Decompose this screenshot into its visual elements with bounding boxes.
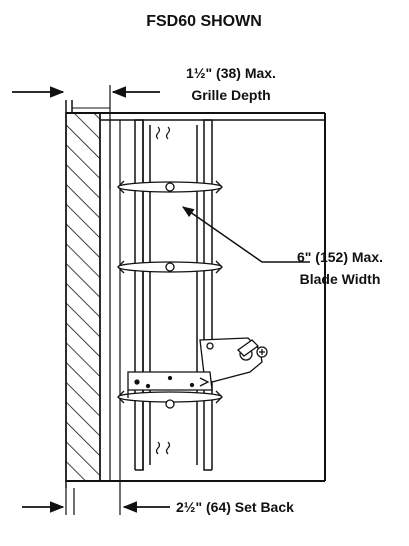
blade-width-label-line2: Blade Width	[300, 271, 381, 287]
set-back-dimension	[22, 481, 170, 515]
grille-flange	[66, 100, 325, 114]
set-back-label: 2½" (64) Set Back	[176, 499, 294, 515]
grille-depth-dimension	[12, 85, 160, 190]
diagram-title: FSD60 SHOWN	[146, 13, 262, 30]
latch-bracket	[127, 371, 213, 398]
damper-blade-middle	[117, 260, 223, 274]
wall-section	[65, 100, 101, 488]
grille-depth-label-line2: Grille Depth	[191, 87, 270, 103]
damper-blade-top	[117, 180, 223, 194]
blade-width-leader	[182, 206, 310, 263]
damper-frame	[134, 119, 213, 471]
duct-sleeve	[66, 113, 326, 482]
blade-width-label-line1: 6" (152) Max.	[297, 249, 383, 265]
damper-blade-bottom	[117, 390, 223, 409]
actuator-linkage	[199, 337, 268, 383]
grille-depth-label-line1: 1½" (38) Max.	[186, 65, 276, 81]
